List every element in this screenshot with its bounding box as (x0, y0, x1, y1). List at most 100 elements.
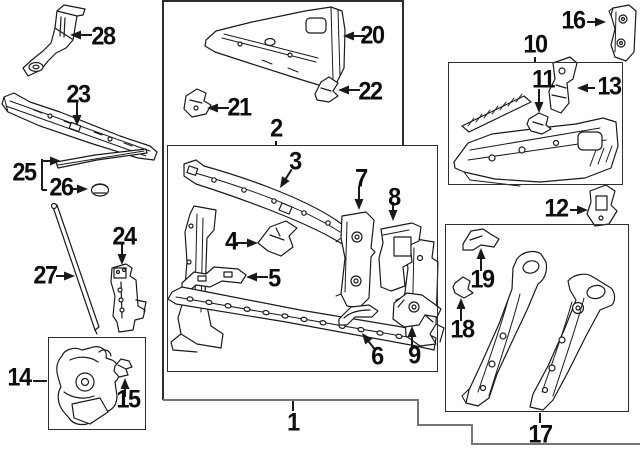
arrowhead-icon (476, 248, 486, 259)
arrowhead-icon (577, 205, 588, 215)
arrowhead-icon (456, 298, 466, 309)
callout-label-1: 1 (287, 408, 300, 437)
callout-label-18: 18 (450, 315, 475, 344)
part-14-drawing (56, 346, 120, 426)
leader-arrow-24 (117, 243, 127, 265)
leader-arrow-21 (207, 103, 229, 113)
arrowhead-icon (207, 103, 218, 113)
leader-arrow-20 (343, 31, 365, 41)
leader-arrow-13 (577, 83, 595, 93)
callout-label-12: 12 (544, 194, 569, 223)
callout-label-11: 11 (531, 65, 555, 94)
callout-label-26: 26 (49, 173, 74, 202)
part-lower-tiebar-holes (186, 296, 422, 343)
part-23-drawing (1, 92, 158, 161)
part-10-assembly-drawing (453, 93, 619, 187)
callout-label-25: 25 (12, 158, 37, 187)
group1-frame (162, 0, 404, 400)
arrowhead-icon (247, 238, 258, 248)
callout-label-19: 19 (470, 265, 495, 294)
leader-arrow-5 (246, 272, 268, 282)
callout-label-6: 6 (371, 342, 384, 371)
arrowhead-icon (595, 17, 606, 27)
group-box-10 (448, 62, 623, 185)
callout-label-21: 21 (227, 93, 252, 122)
leader-arrow-12 (570, 205, 588, 215)
leader-arrow-26 (72, 184, 88, 194)
callout-label-2: 2 (270, 114, 283, 143)
part-15-drawing (113, 358, 133, 378)
callout-label-20: 20 (360, 21, 385, 50)
callout-label-27: 27 (33, 261, 58, 290)
leader-arrow-7 (354, 186, 364, 210)
part-9-drawing (392, 292, 442, 328)
leader-arrow-19 (476, 248, 486, 271)
callout-label-8: 8 (388, 183, 401, 212)
callout-label-28: 28 (91, 22, 116, 51)
part-4-drawing (257, 220, 298, 257)
part-22-drawing (314, 76, 339, 103)
leader-arrow-9 (407, 326, 417, 350)
callout-label-14: 14 (7, 363, 32, 392)
part-24-drawing (110, 263, 147, 333)
leader-arrow-23 (72, 102, 82, 126)
part-6-drawing (338, 304, 379, 326)
part-7-drawing (335, 211, 376, 309)
leader-arrow-6 (362, 333, 377, 351)
callout-label-16: 16 (561, 6, 586, 35)
part-26-drawing (90, 183, 110, 197)
arrowhead-icon (70, 30, 81, 40)
callout-label-10: 10 (523, 30, 548, 59)
callout-label-22: 22 (358, 77, 383, 106)
arrowhead-icon (117, 254, 127, 265)
callout-label-24: 24 (112, 222, 137, 251)
callout-label-9: 9 (408, 341, 421, 370)
leader-arrow-11 (534, 89, 544, 113)
callout-label-4: 4 (225, 227, 238, 256)
part-13-drawing (548, 56, 578, 114)
group1-step-frame (163, 399, 640, 445)
leader-arrow-4 (236, 238, 258, 248)
part-17-right-pillar-drawing (529, 273, 616, 411)
part-27-drawing (50, 202, 100, 335)
leader-arrow-22 (338, 85, 360, 95)
leader-arrow-15 (120, 378, 130, 397)
part-28-drawing (22, 4, 86, 77)
group-box-2 (167, 145, 438, 372)
leader-arrow-3 (280, 168, 293, 188)
part-18-drawing (452, 276, 474, 299)
arrowhead-icon (120, 378, 130, 389)
arrowhead-icon (280, 176, 290, 188)
arrowhead-icon (72, 115, 82, 126)
arrowhead-icon (338, 85, 349, 95)
leader-arrow-18 (456, 298, 466, 321)
leader-arrow-27 (56, 271, 75, 281)
callout-label-5: 5 (268, 264, 281, 293)
callout-label-3: 3 (289, 147, 302, 176)
part-8-drawing (378, 222, 422, 292)
callout-label-13: 13 (597, 72, 622, 101)
arrowhead-icon (64, 271, 75, 281)
arrowhead-icon (77, 184, 88, 194)
part-21-drawing (183, 88, 212, 118)
arrowhead-icon (388, 210, 398, 221)
leader-arrow-8 (388, 202, 398, 221)
callout-label-15: 15 (116, 385, 141, 414)
arrowhead-icon (362, 333, 373, 345)
leader-arrow-16 (587, 17, 606, 27)
radiator-support-lower-tiebar (167, 286, 445, 351)
group-box-17 (445, 224, 629, 412)
callout-label-7: 7 (355, 164, 368, 193)
arrowhead-icon (343, 31, 354, 41)
callout-label-23: 23 (66, 80, 91, 109)
callout-label-17: 17 (528, 420, 553, 449)
part-12-drawing (586, 184, 618, 227)
leader-arrow-28 (70, 30, 92, 40)
arrowhead-icon (246, 272, 257, 282)
group-box-14 (48, 337, 146, 430)
part-11-drawing (526, 112, 552, 135)
leader-layer (33, 17, 606, 423)
part-25-drawing (55, 148, 148, 169)
